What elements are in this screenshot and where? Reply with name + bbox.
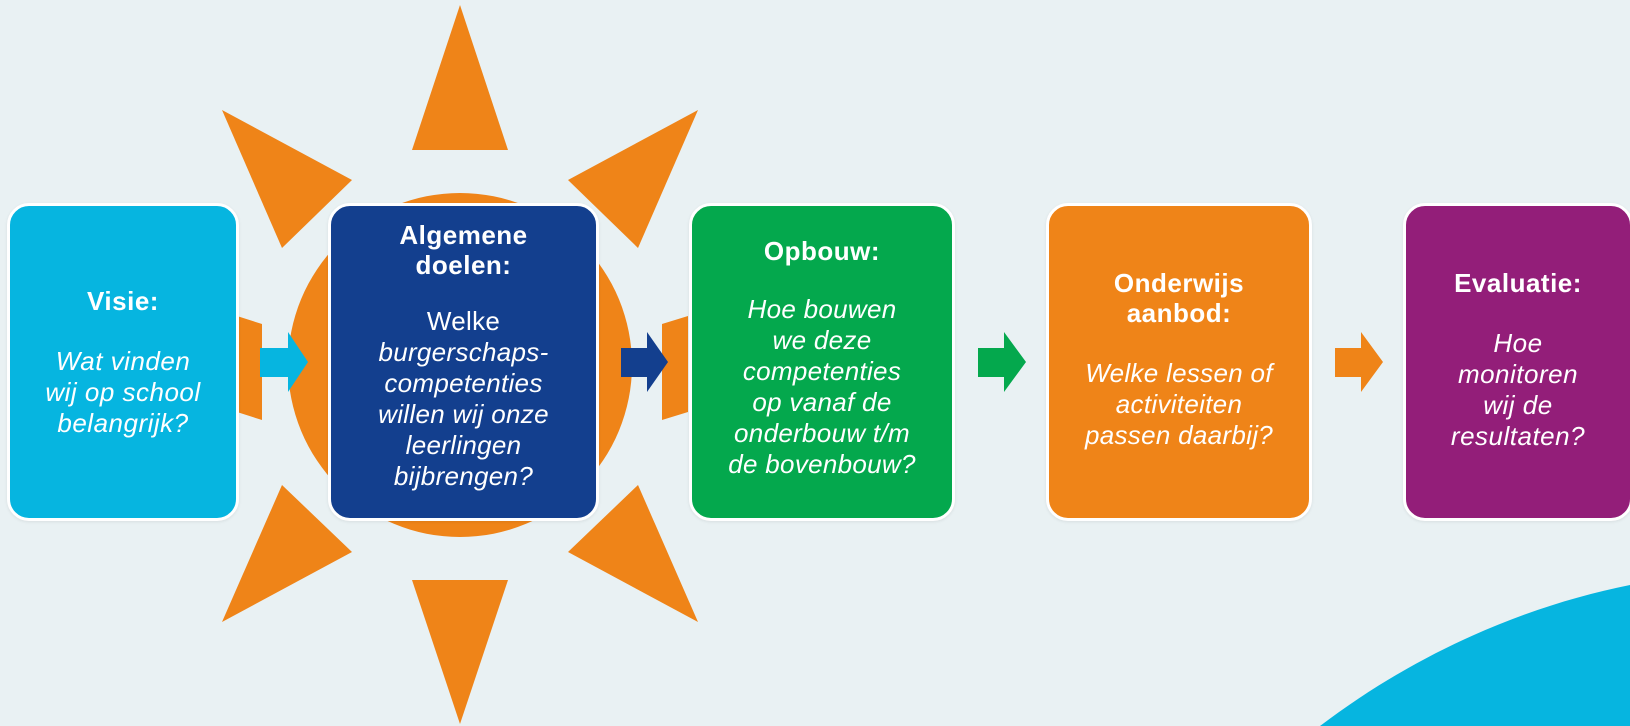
question-line: belangrijk? — [57, 407, 189, 438]
step-evaluatie-box: Evaluatie: Hoe monitoren wij de resultat… — [1403, 203, 1630, 521]
question-line: activiteiten — [1115, 389, 1243, 419]
question-line: Welke — [426, 306, 501, 336]
step-title: Visie: — [87, 285, 159, 316]
step-title: Onderwijs aanbod: — [1057, 268, 1301, 328]
question-line: wij de — [1483, 390, 1553, 420]
step-aanbod-box: Onderwijs aanbod: Welke lessen of activi… — [1046, 203, 1312, 521]
step-visie-box: Visie: Wat vinden wij op school belangri… — [7, 203, 239, 521]
step-opbouw-box: Opbouw: Hoe bouwen we deze competenties … — [689, 203, 955, 521]
question-line: Hoe — [1493, 328, 1543, 358]
question-line: wij op school — [45, 376, 201, 407]
question-line: competenties — [384, 368, 543, 398]
step-question: Hoe monitoren wij de resultaten? — [1414, 328, 1622, 452]
sun-ray-top-left — [222, 110, 352, 248]
step-title: Algemene doelen: — [339, 220, 588, 280]
step-question: Wat vinden wij op school belangrijk? — [18, 346, 228, 439]
title-line: Onderwijs — [1113, 268, 1245, 298]
step-question: Hoe bouwen we deze competenties op vanaf… — [700, 294, 944, 480]
sun-ray-bottom — [412, 580, 508, 724]
arrow-right-icon — [978, 332, 1026, 392]
question-line: bijbrengen? — [393, 461, 534, 491]
arrow-right-icon — [1335, 332, 1383, 392]
step-question: Welke lessen of activiteiten passen daar… — [1057, 358, 1301, 451]
question-line: op vanaf de — [752, 387, 892, 417]
title-line: Algemene — [399, 220, 528, 250]
question-line: de bovenbouw? — [728, 449, 916, 479]
title-line: aanbod: — [1126, 298, 1232, 328]
sun-ray-right — [662, 316, 688, 420]
question-line: Welke lessen of — [1085, 358, 1273, 388]
question-line: we deze — [772, 325, 872, 355]
sun-ray-left — [237, 316, 262, 420]
sun-ray-top — [412, 5, 508, 150]
step-title: Evaluatie: — [1454, 268, 1582, 298]
sun-ray-top-right — [568, 110, 698, 248]
question-line: leerlingen — [405, 430, 522, 460]
arrow-right-icon — [621, 332, 668, 392]
question-line: competenties — [742, 356, 902, 386]
question-line: willen wij onze — [378, 399, 549, 429]
step-doelen-box: Algemene doelen: Welke burgerschaps- com… — [328, 203, 599, 521]
sun-ray-bottom-right — [568, 485, 698, 622]
title-line: doelen: — [415, 250, 512, 280]
sun-ray-bottom-left — [222, 485, 352, 622]
question-line: resultaten? — [1450, 421, 1586, 451]
step-question: Welke burgerschaps- competenties willen … — [339, 306, 588, 492]
arrow-right-icon — [260, 332, 308, 392]
question-line: passen daarbij? — [1084, 420, 1274, 450]
corner-wave-shape — [1320, 585, 1630, 726]
question-line: monitoren — [1457, 359, 1579, 389]
question-line: Hoe bouwen — [747, 294, 897, 324]
question-line: onderbouw t/m — [734, 418, 910, 448]
question-line: Wat vinden — [55, 345, 191, 376]
step-title: Opbouw: — [763, 236, 881, 266]
question-line: burgerschaps- — [378, 337, 549, 367]
